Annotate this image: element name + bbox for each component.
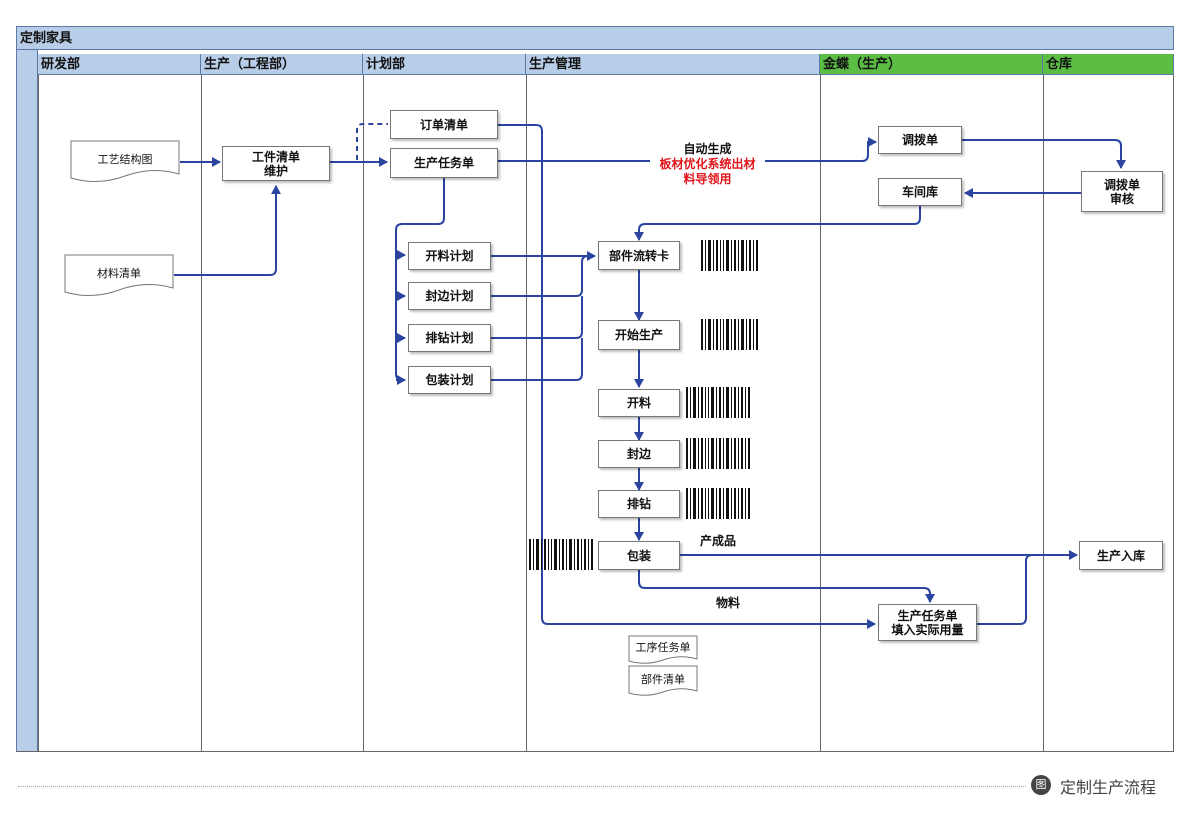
label-material-guide: 料导领用	[683, 172, 732, 186]
box-cutting: 开料	[598, 389, 680, 417]
lane-header-production-mgmt: 生产管理	[526, 54, 820, 75]
label-finished-goods: 产成品	[700, 534, 737, 548]
box-production-task-list: 生产任务单	[390, 148, 498, 178]
lane-header-planning: 计划部	[363, 54, 526, 75]
lane-engineering	[201, 75, 363, 752]
box-item-list-maintenance: 工件清单 维护	[222, 146, 330, 181]
lane-header-warehouse: 仓库	[1043, 54, 1174, 75]
lane-header-kingdee: 金蝶（生产）	[820, 54, 1043, 75]
box-production-warehousing: 生产入库	[1079, 541, 1163, 570]
doc-process-task-list: 工序任务单	[628, 635, 698, 665]
barcode-icon	[686, 387, 752, 418]
lane-warehouse	[1043, 75, 1174, 752]
lane-rd	[38, 75, 201, 752]
doc-parts-list-label: 部件清单	[641, 674, 685, 686]
diagram-title: 定制家具	[16, 26, 1174, 50]
barcode-icon	[701, 240, 760, 271]
box-transfer-order: 调拨单	[878, 126, 962, 154]
box-edge-banding: 封边	[598, 440, 680, 468]
doc-material-list-label: 材料清单	[97, 268, 141, 280]
left-strip	[16, 50, 38, 752]
box-packaging-plan: 包装计划	[408, 366, 491, 394]
doc-parts-list: 部件清单	[628, 665, 698, 699]
label-materials: 物料	[716, 596, 741, 610]
box-drilling-plan: 排钻计划	[408, 324, 491, 352]
box-order-list: 订单清单	[390, 110, 498, 139]
box-start-production: 开始生产	[598, 320, 680, 350]
caption-divider	[18, 786, 1026, 787]
doc-material-list: 材料清单	[64, 254, 174, 298]
box-cutting-plan: 开料计划	[408, 242, 491, 270]
label-board-optimization: 板材优化系统出材	[659, 157, 756, 171]
doc-process-task-list-label: 工序任务单	[635, 642, 691, 654]
label-auto-generate: 自动生成	[683, 142, 732, 156]
box-packaging: 包装	[598, 541, 680, 570]
doc-process-diagram: 工艺结构图	[70, 140, 180, 184]
lane-header-rd: 研发部	[38, 54, 201, 75]
lane-kingdee	[820, 75, 1043, 752]
box-edge-banding-plan: 封边计划	[408, 282, 491, 310]
lane-header-engineering: 生产（工程部）	[201, 54, 363, 75]
box-part-flow-card: 部件流转卡	[598, 241, 680, 270]
figure-badge-icon: 图	[1031, 775, 1051, 795]
barcode-icon	[529, 539, 595, 570]
doc-process-diagram-label: 工艺结构图	[97, 154, 153, 166]
barcode-icon	[686, 438, 752, 469]
diagram-bottom-border	[16, 751, 1174, 752]
box-workshop-store: 车间库	[878, 178, 962, 206]
barcode-icon	[701, 319, 760, 350]
lane-planning	[363, 75, 526, 752]
box-drilling: 排钻	[598, 490, 680, 518]
box-transfer-review: 调拨单 审核	[1081, 171, 1163, 212]
box-task-fill-actual-usage: 生产任务单 填入实际用量	[878, 604, 977, 641]
figure-caption: 定制生产流程	[1060, 780, 1157, 797]
barcode-icon	[686, 488, 752, 519]
